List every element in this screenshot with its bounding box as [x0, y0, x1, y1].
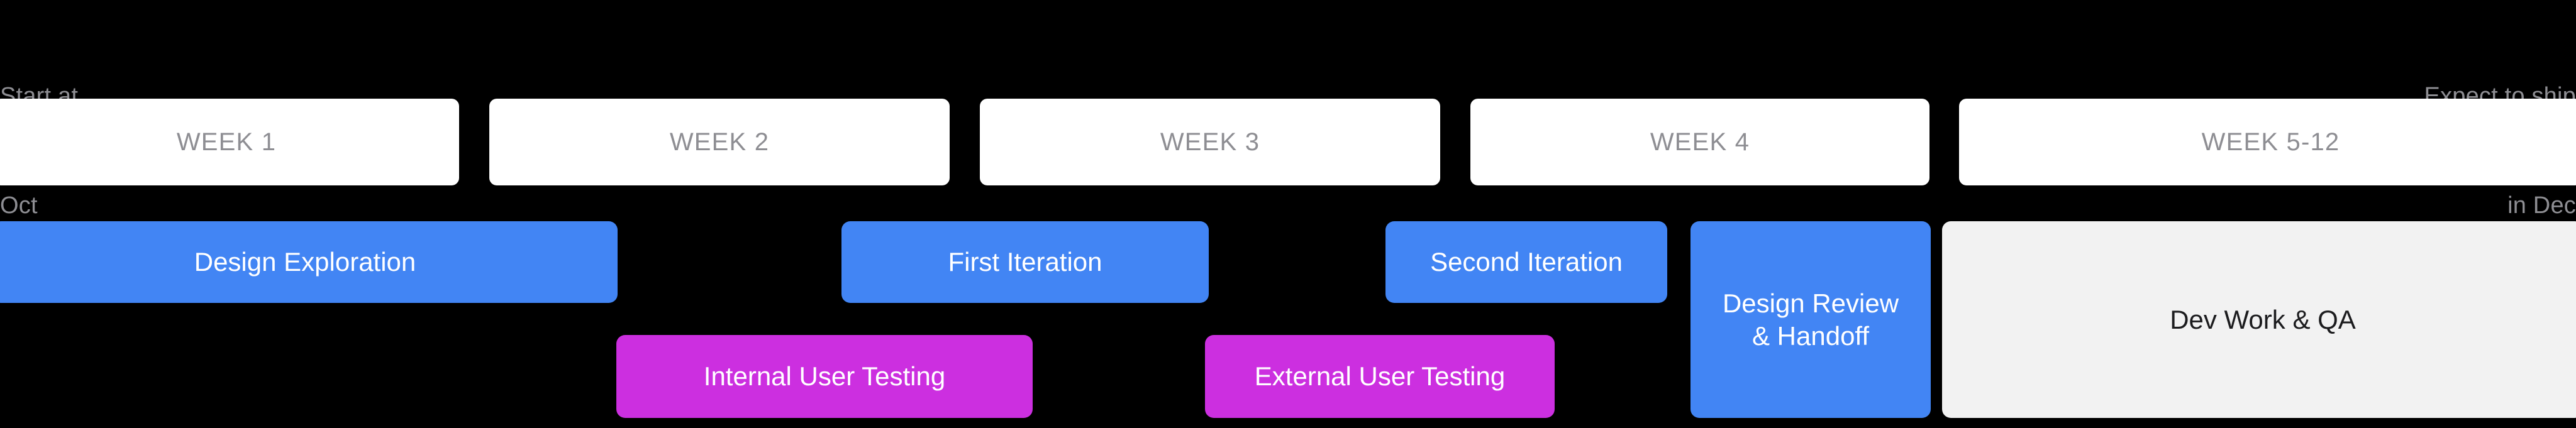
week-card-label: WEEK 4 — [1650, 128, 1750, 156]
task-bar[interactable]: Design Review & Handoff — [1690, 221, 1931, 418]
task-bar-label: External User Testing — [1254, 361, 1506, 392]
task-bar[interactable]: First Iteration — [841, 221, 1209, 303]
week-card-5[interactable]: WEEK 5-12 — [1959, 99, 2576, 185]
task-bar-label: Second Iteration — [1430, 247, 1623, 277]
task-bar[interactable]: External User Testing — [1205, 335, 1555, 418]
ship-caption-line2: in Dec — [2507, 192, 2576, 219]
task-bar[interactable]: Second Iteration — [1385, 221, 1667, 303]
week-card-label: WEEK 2 — [669, 128, 770, 156]
task-bar-label: Design Exploration — [194, 247, 416, 277]
week-card-label: WEEK 3 — [1160, 128, 1260, 156]
week-header-row: WEEK 1 WEEK 2 WEEK 3 WEEK 4 WEEK 5-12 — [0, 99, 2576, 185]
week-card-label: WEEK 5-12 — [2201, 128, 2340, 156]
task-bar-label: Design Review & Handoff — [1722, 288, 1899, 351]
task-bar[interactable]: Internal User Testing — [616, 335, 1033, 418]
week-card-2[interactable]: WEEK 2 — [489, 99, 950, 185]
task-bar-label: First Iteration — [948, 247, 1102, 277]
start-caption-line2: Oct — [0, 192, 38, 219]
task-bar[interactable]: Design Exploration — [0, 221, 618, 303]
task-bar-label: Dev Work & QA — [2170, 304, 2356, 334]
week-card-3[interactable]: WEEK 3 — [980, 99, 1440, 185]
week-card-4[interactable]: WEEK 4 — [1470, 99, 1929, 185]
task-bar-label: Internal User Testing — [703, 361, 946, 392]
task-bar[interactable]: Dev Work & QA — [1942, 221, 2576, 418]
week-card-label: WEEK 1 — [176, 128, 277, 156]
week-card-1[interactable]: WEEK 1 — [0, 99, 459, 185]
